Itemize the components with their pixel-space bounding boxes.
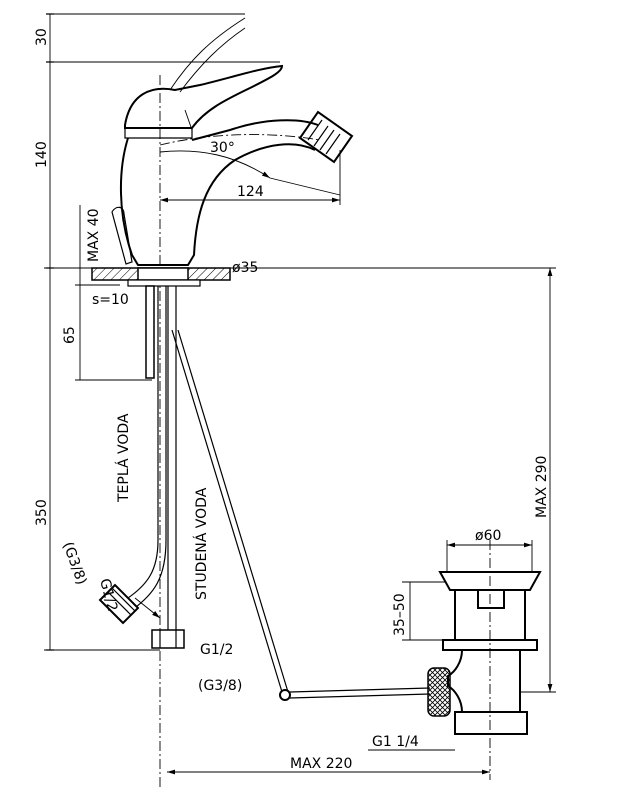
vertical-dimension-lines — [44, 13, 556, 651]
mounting-plate — [91, 267, 270, 287]
waste-fitting — [368, 540, 542, 780]
dim-30: 30 — [34, 28, 50, 46]
mixer-lever — [124, 17, 284, 139]
dim-max-220: MAX 220 — [290, 756, 352, 772]
dim-g1-2: G1/2 — [200, 642, 233, 658]
label-cold-water: STUDENÁ VODA — [193, 487, 210, 600]
dim-124: 124 — [237, 184, 264, 200]
supply-pipes — [98, 285, 185, 649]
dim-angle-30: 30° — [210, 140, 235, 156]
dim-max-290: MAX 290 — [534, 456, 550, 518]
dim-max-40: MAX 40 — [86, 208, 102, 262]
dim-g1-1-4: G1 1/4 — [372, 734, 419, 750]
dim-g3-8-left: (G3/8) — [59, 540, 89, 587]
dim-350: 350 — [34, 499, 50, 526]
dim-140: 140 — [34, 141, 50, 168]
mixer-body — [111, 75, 354, 790]
pop-up-rod — [171, 329, 431, 701]
label-hot-water: TEPLÁ VODA — [115, 413, 132, 503]
dim-35-50: 35–50 — [392, 593, 408, 636]
angle-dimension — [159, 150, 341, 205]
max-290-dimension — [520, 268, 556, 693]
dim-g3-8: (G3/8) — [198, 678, 242, 694]
dim-65: 65 — [62, 326, 78, 344]
spray-nozzle — [298, 110, 354, 164]
dim-g1-2-left: G1/2 — [96, 577, 120, 613]
dim-dia-60: ø60 — [475, 528, 501, 544]
dim-dia-35: ø35 — [232, 260, 258, 276]
dim-s-10: s=10 — [92, 292, 129, 308]
